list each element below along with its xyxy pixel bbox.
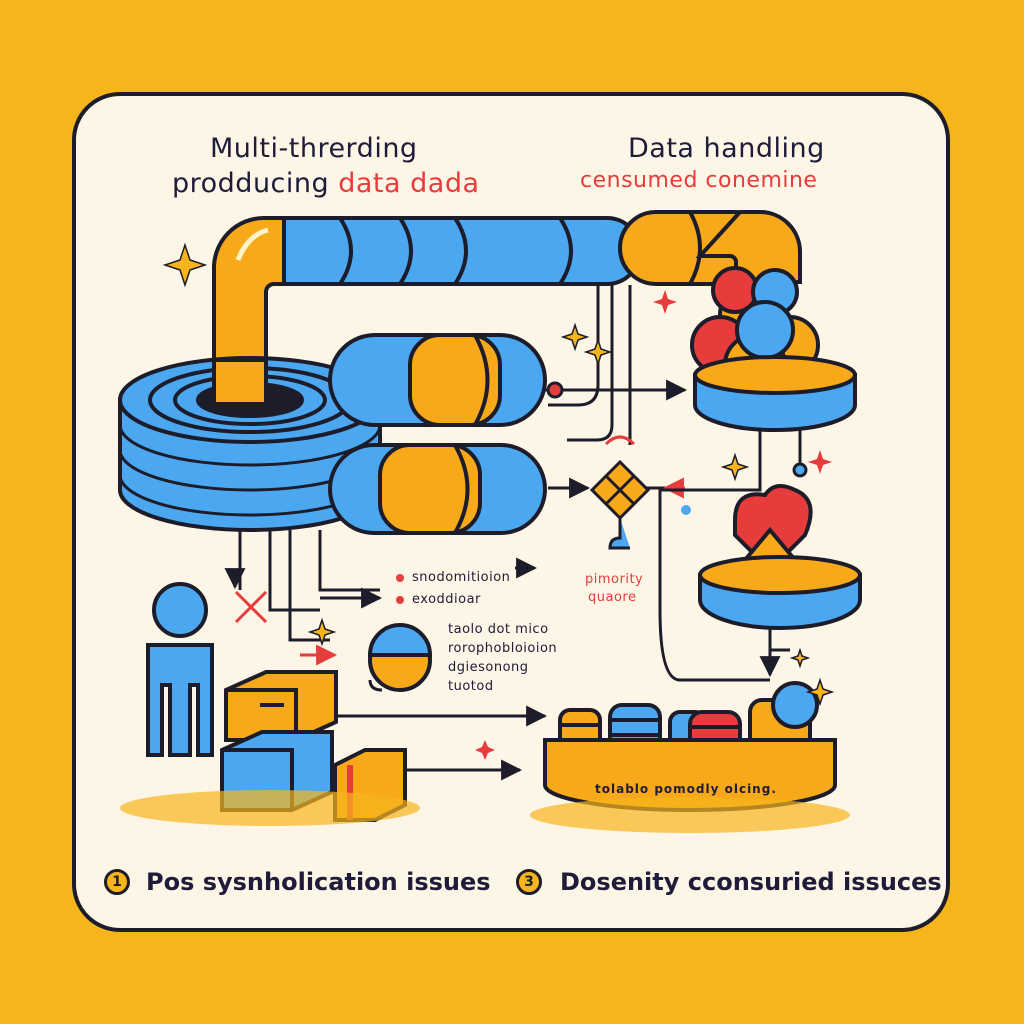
left-note-2: exoddioar bbox=[412, 592, 481, 607]
note-bullets bbox=[396, 574, 404, 604]
sphere-icon bbox=[367, 623, 433, 692]
middle-note-2: rorophobloioion bbox=[448, 641, 558, 656]
middle-note-4: tuotod bbox=[448, 679, 494, 694]
ground-shadow-left bbox=[120, 790, 420, 826]
sparkle-icon bbox=[162, 242, 835, 707]
consumer-bowl-icon bbox=[690, 266, 857, 432]
priority-queue-icon bbox=[589, 435, 651, 550]
priority-label-1: pimority bbox=[585, 572, 644, 587]
tray-label: tolablo pomodly olcing. bbox=[595, 782, 777, 796]
person-icon bbox=[146, 582, 214, 757]
footer-item-2: Dosenity cconsuried issuces bbox=[560, 868, 942, 896]
footer-badge-1: 1 bbox=[104, 869, 130, 895]
priority-label-2: quaore bbox=[588, 590, 637, 605]
top-pipe bbox=[238, 210, 802, 286]
heart-bowl-icon bbox=[698, 484, 862, 630]
middle-pipe-lower bbox=[328, 443, 547, 535]
left-header-black: prodducing bbox=[172, 168, 330, 199]
footer-badge-2: 3 bbox=[516, 869, 542, 895]
sparkle-red-icon bbox=[475, 290, 832, 760]
tray-icon bbox=[543, 681, 837, 812]
connector-lines bbox=[224, 285, 808, 781]
middle-note-1: taolo dot mico bbox=[448, 622, 549, 637]
footer-item-1: Pos sysnholication issues bbox=[146, 868, 491, 896]
cross-mark bbox=[234, 590, 268, 624]
left-header-red: data dada bbox=[338, 168, 480, 199]
ground-shadow-right bbox=[530, 797, 850, 833]
dot-marker bbox=[681, 505, 691, 515]
left-note-1: snodomitioion bbox=[412, 570, 511, 585]
right-header-line2: censumed conemine bbox=[580, 168, 818, 193]
middle-pipe-upper bbox=[328, 333, 547, 427]
right-header-line1: Data handling bbox=[628, 133, 825, 164]
left-header-line1: Multi-threrding bbox=[210, 133, 418, 164]
left-header-line2: prodducing data dada bbox=[172, 168, 480, 199]
middle-note-3: dgiesonong bbox=[448, 660, 529, 675]
